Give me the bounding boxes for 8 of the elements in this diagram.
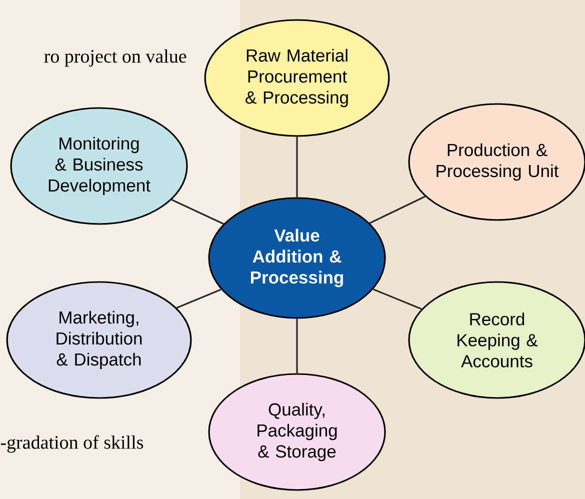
connector-line xyxy=(171,199,224,225)
connector-line xyxy=(296,318,298,374)
connector-line xyxy=(369,196,426,224)
body-text: -gradation of skills xyxy=(0,435,144,453)
body-text: ro project on value xyxy=(44,49,186,67)
connector-line xyxy=(296,136,298,198)
connector-line xyxy=(176,288,222,309)
connector-line xyxy=(372,288,422,310)
